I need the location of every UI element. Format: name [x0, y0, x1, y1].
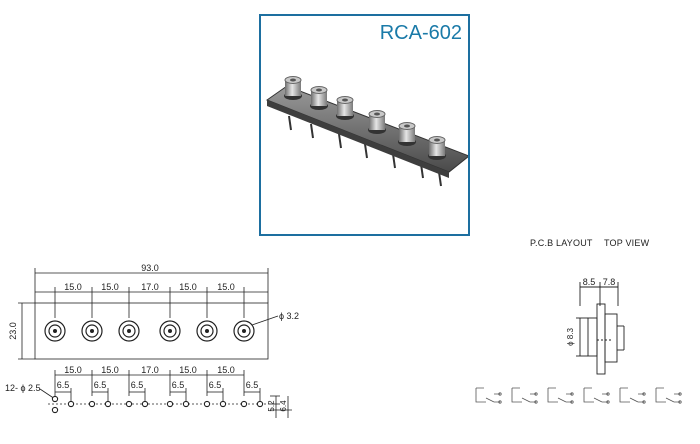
vert-dim-a: 5.2: [267, 400, 276, 412]
pin-offset-2: 6.5: [94, 380, 107, 390]
side-dim-a: 8.5: [583, 277, 596, 287]
pin-offset-6: 6.5: [246, 380, 259, 390]
pcb-layout-label: P.C.B LAYOUT: [530, 238, 593, 248]
height-label: 23.0: [8, 322, 18, 340]
bottom-pitch-5: 15.0: [217, 365, 235, 375]
front-view-body: [34, 302, 269, 360]
vert-dim-b: 6.4: [279, 400, 288, 412]
top-view-label: TOP VIEW: [604, 238, 650, 248]
pcb-hole-layout: [39, 370, 292, 418]
bottom-pitch-2: 15.0: [101, 365, 119, 375]
model-title: RCA-602: [379, 22, 462, 44]
top-pitch-4: 15.0: [179, 282, 197, 292]
jack-dia-label: ϕ 3.2: [279, 311, 299, 321]
top-pitch-1: 15.0: [64, 282, 82, 292]
front-view-jacks: [44, 320, 255, 342]
product-photo: [265, 76, 468, 187]
top-pitch-3: 17.0: [141, 282, 159, 292]
pin-offset-5: 6.5: [209, 380, 222, 390]
side-dia-label: ϕ 8.3: [566, 328, 575, 346]
jack-caps: [284, 76, 446, 160]
schematic-symbols: [475, 387, 682, 404]
overall-width-label: 93.0: [141, 263, 159, 273]
top-pitch-5: 15.0: [217, 282, 235, 292]
pin-offset-4: 6.5: [172, 380, 185, 390]
bottom-pitch-1: 15.0: [64, 365, 82, 375]
product-photo-frame: RCA-602: [259, 14, 470, 236]
hole-spec-label: 12- ϕ 2.5: [5, 383, 41, 393]
pin-offset-1: 6.5: [57, 380, 70, 390]
side-view: [576, 282, 625, 375]
bottom-pitch-4: 15.0: [179, 365, 197, 375]
side-dim-b: 7.8: [603, 277, 616, 287]
top-pitch-2: 15.0: [101, 282, 119, 292]
bottom-pitch-3: 17.0: [141, 365, 159, 375]
pin-offset-3: 6.5: [131, 380, 144, 390]
